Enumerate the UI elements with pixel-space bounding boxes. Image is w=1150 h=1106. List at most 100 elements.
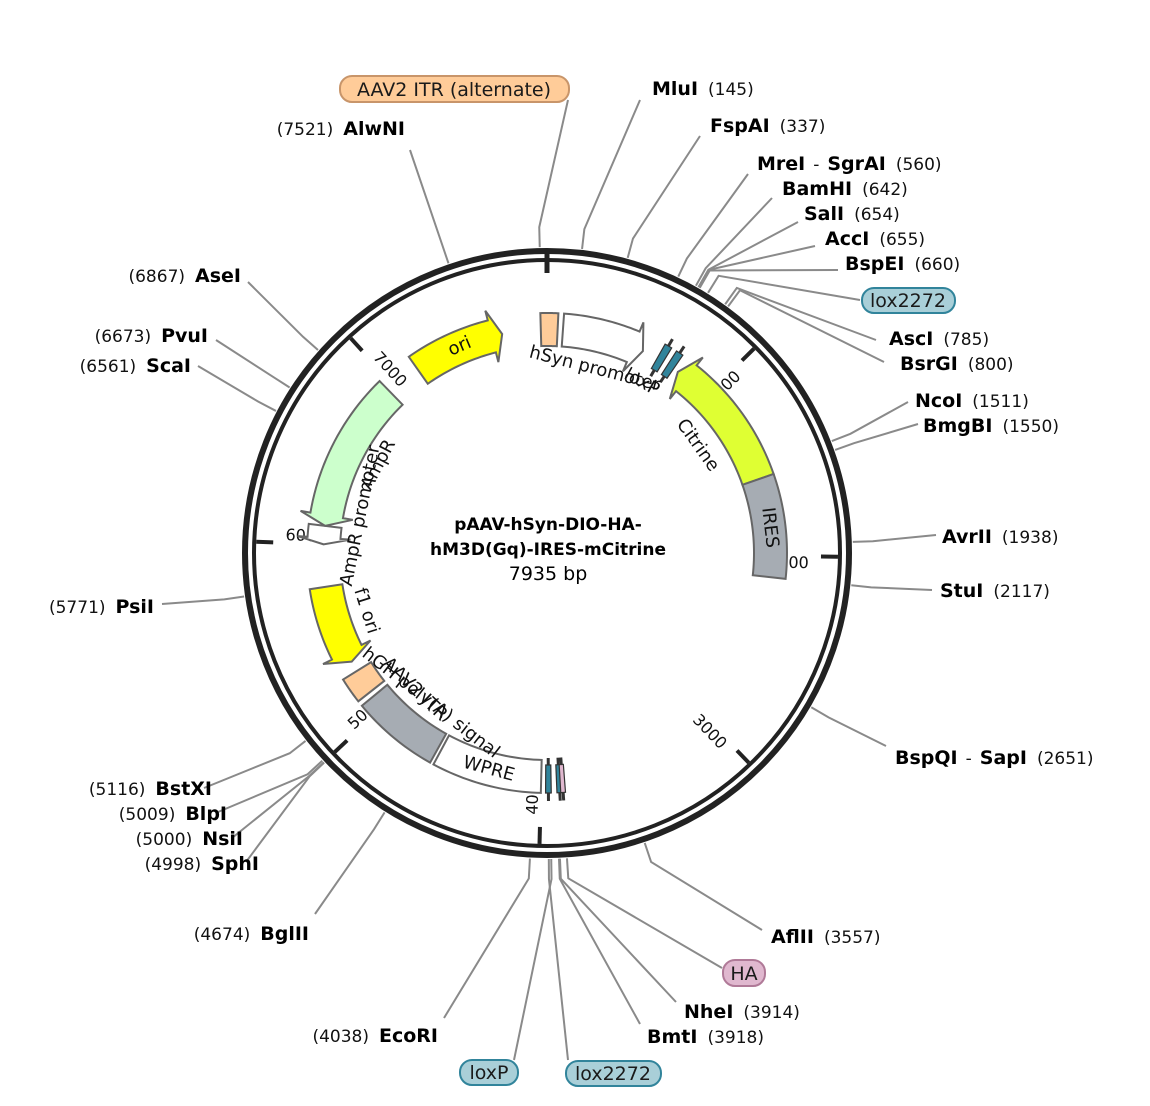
leader-line (215, 339, 291, 389)
site-labels-right: MluI(145) FspAI(337) MreI-SgrAI(560) Bam… (647, 78, 1093, 1048)
site-label-bspei[interactable]: BspEI(660) (845, 253, 960, 275)
leader-line (626, 135, 701, 259)
pill-label: loxP (469, 1062, 508, 1084)
site-label-avrii[interactable]: AvrII(1938) (942, 526, 1058, 548)
feature-aav2-itr-alt[interactable] (539, 311, 560, 348)
site-label-bspqi-sapi[interactable]: BspQI-SapI(2651) (895, 747, 1093, 769)
leader-line (581, 99, 641, 250)
site-label-nhei[interactable]: NheI(3914) (684, 1001, 800, 1023)
plasmid-name-line1: pAAV-hSyn-DIO-HA- (454, 515, 642, 535)
pill-label: lox2272 (870, 290, 946, 312)
feature-arc (432, 734, 543, 794)
pill-ha[interactable]: HA (722, 959, 766, 987)
site-label-scai[interactable]: (6561)ScaI (80, 355, 191, 377)
lox-site-shape (650, 343, 673, 373)
site-label-bamhi[interactable]: BamHI(642) (782, 178, 908, 200)
lox-site-shape (544, 764, 552, 794)
site-label-bsrgi[interactable]: BsrGI(800) (900, 353, 1014, 375)
feature-ires[interactable] (741, 472, 788, 580)
pill-loxp-bottom[interactable]: loxP (459, 1059, 519, 1086)
plasmid-size: 7935 bp (509, 563, 588, 585)
site-leader-lines (161, 99, 937, 1061)
feature-pills: AAV2 ITR (alternate) lox2272 HA loxP lox… (339, 75, 956, 1087)
site-label-asci[interactable]: AscI(785) (889, 328, 989, 350)
site-label-aflii[interactable]: AflII(3557) (771, 926, 880, 948)
site-label-mlui[interactable]: MluI(145) (652, 78, 754, 100)
site-label-sali[interactable]: SalI(654) (804, 203, 900, 225)
site-label-bstxi[interactable]: (5116)BstXI (89, 778, 212, 800)
leader-line (217, 759, 323, 813)
leader-line (831, 401, 909, 443)
site-label-alwni[interactable]: (7521)AlwNI (277, 118, 405, 140)
tick-mark (349, 336, 364, 353)
feature-arc (560, 312, 645, 372)
feature-arc (341, 660, 386, 703)
leader-line (247, 281, 319, 351)
leader-line (513, 858, 553, 1061)
leader-line (557, 858, 641, 1025)
leader-line (852, 534, 937, 543)
leader-line (834, 423, 919, 451)
site-label-bglii[interactable]: (4674)BglII (194, 923, 309, 945)
site-label-blpi[interactable]: (5009)BlpI (119, 803, 227, 825)
lox-site-shape (660, 350, 684, 380)
site-label-bmgbi[interactable]: BmgBI(1550) (923, 415, 1059, 437)
site-label-fspai[interactable]: FspAI(337) (710, 115, 825, 137)
site-label-stui[interactable]: StuI(2117) (940, 580, 1050, 602)
pill-aav2-itr-alternate[interactable]: AAV2 ITR (alternate) (339, 75, 570, 103)
feature-arc (360, 683, 448, 764)
feature-label-ires: IRES (757, 506, 782, 549)
site-label-ncoi[interactable]: NcoI(1511) (915, 390, 1029, 412)
pill-background (861, 287, 956, 314)
tick-mark (740, 347, 756, 362)
feature-arc (407, 310, 504, 386)
leader-line (707, 274, 861, 301)
feature-loxp-2[interactable] (544, 757, 552, 802)
feature-ori[interactable] (407, 310, 504, 386)
tick-mark (735, 749, 751, 765)
site-label-mrei-sgrai[interactable]: MreI-SgrAI(560) (757, 153, 942, 175)
feature-f1-ori[interactable] (308, 583, 372, 666)
feature-hgh-polya[interactable] (360, 683, 448, 764)
site-label-sphi[interactable]: (4998)SphI (145, 853, 259, 875)
site-label-pvui[interactable]: (6673)PvuI (95, 325, 208, 347)
pill-lox2272-bottom[interactable]: lox2272 (565, 1060, 662, 1087)
leader-line (697, 245, 816, 288)
site-label-nsii[interactable]: (5000)NsiI (136, 828, 243, 850)
feature-lox2272-1[interactable] (659, 345, 686, 384)
feature-hsyn-promoter[interactable] (560, 312, 645, 372)
feature-loxp-1[interactable] (649, 338, 674, 377)
feature-wpre[interactable] (432, 734, 543, 794)
site-label-asei[interactable]: (6867)AseI (128, 265, 241, 287)
leader-line (851, 584, 933, 591)
tick-mark (333, 738, 349, 754)
pill-background (459, 1059, 519, 1086)
tick-label: 3000 (689, 710, 731, 753)
feature-arc (539, 311, 560, 348)
feature-aav2-itr[interactable] (341, 660, 386, 703)
site-label-ecori[interactable]: (4038)EcoRI (312, 1025, 438, 1047)
pill-label: lox2272 (575, 1063, 651, 1085)
leader-line (197, 365, 277, 412)
leader-line (203, 740, 307, 789)
pill-background (339, 75, 570, 103)
site-label-bmti[interactable]: BmtI(3918) (647, 1026, 764, 1048)
leader-line (565, 858, 723, 969)
leader-line (409, 149, 450, 264)
lox-site-shape (558, 763, 567, 794)
site-labels-left: (4038)EcoRI (4674)BglII (4998)SphI (5000… (49, 118, 438, 1047)
leader-line (161, 595, 245, 605)
leader-line (695, 197, 773, 287)
leader-line (697, 221, 799, 288)
site-label-psii[interactable]: (5771)PsiI (49, 596, 154, 618)
leader-line (443, 858, 531, 1019)
pill-background (722, 959, 766, 987)
feature-ha[interactable] (558, 757, 567, 801)
tick-mark (256, 539, 274, 545)
feature-ampr[interactable] (300, 379, 405, 527)
site-label-acci[interactable]: AccI(655) (825, 228, 925, 250)
pill-lox2272-top[interactable]: lox2272 (861, 287, 956, 314)
plasmid-title: pAAV-hSyn-DIO-HA- hM3D(Gq)-IRES-mCitrine… (430, 515, 666, 585)
leader-line (810, 706, 887, 747)
